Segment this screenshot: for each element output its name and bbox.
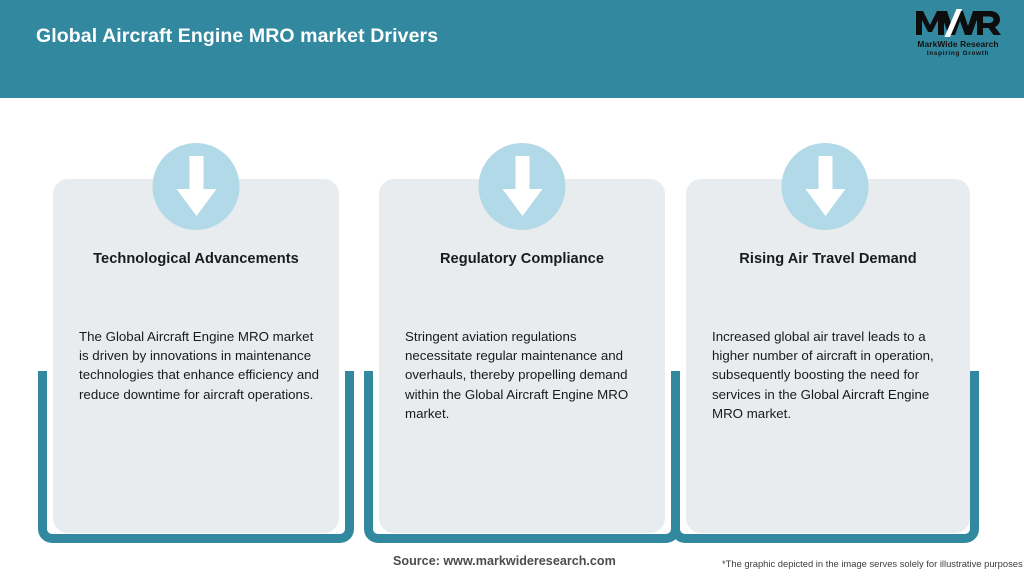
card-body-text: The Global Aircraft Engine MRO market is… [79, 329, 320, 402]
card-accent-frame [38, 371, 354, 543]
card-title: Regulatory Compliance [439, 251, 605, 267]
brand-logo: MarkWide Research Inspiring Growth [912, 8, 1004, 62]
down-arrow-badge [152, 143, 240, 230]
down-arrow-badge [478, 143, 566, 230]
card-body-text: Stringent aviation regulations necessita… [405, 329, 629, 421]
down-arrow-icon [805, 155, 845, 216]
card-title: Technological Advancements [93, 251, 299, 267]
driver-card-3[interactable]: Rising Air Travel Demand Increased globa… [671, 0, 979, 576]
down-arrow-icon [502, 155, 542, 216]
header-bar: Global Aircraft Engine MRO market Driver… [0, 0, 1024, 98]
logo-company-name: MarkWide Research [917, 39, 999, 49]
down-arrow-badge [781, 143, 869, 230]
logo-tagline: Inspiring Growth [926, 50, 990, 57]
source-label: Source: www.markwideresearch.com [393, 554, 616, 568]
card-accent-frame [671, 371, 979, 543]
card-title: Rising Air Travel Demand [739, 251, 917, 267]
driver-card-1[interactable]: Technological Advancements The Global Ai… [38, 0, 354, 576]
card-body-text: Increased global air travel leads to a h… [712, 329, 934, 421]
card-panel: Rising Air Travel Demand Increased globa… [686, 179, 970, 533]
down-arrow-icon [176, 155, 216, 216]
page-title: Global Aircraft Engine MRO market Driver… [36, 25, 439, 47]
disclaimer-note: *The graphic depicted in the image serve… [722, 558, 1023, 569]
mwr-logo-icon [916, 9, 1001, 37]
card-panel: Regulatory Compliance Stringent aviation… [379, 179, 665, 533]
card-panel: Technological Advancements The Global Ai… [53, 179, 339, 533]
driver-card-2[interactable]: Regulatory Compliance Stringent aviation… [364, 0, 680, 576]
